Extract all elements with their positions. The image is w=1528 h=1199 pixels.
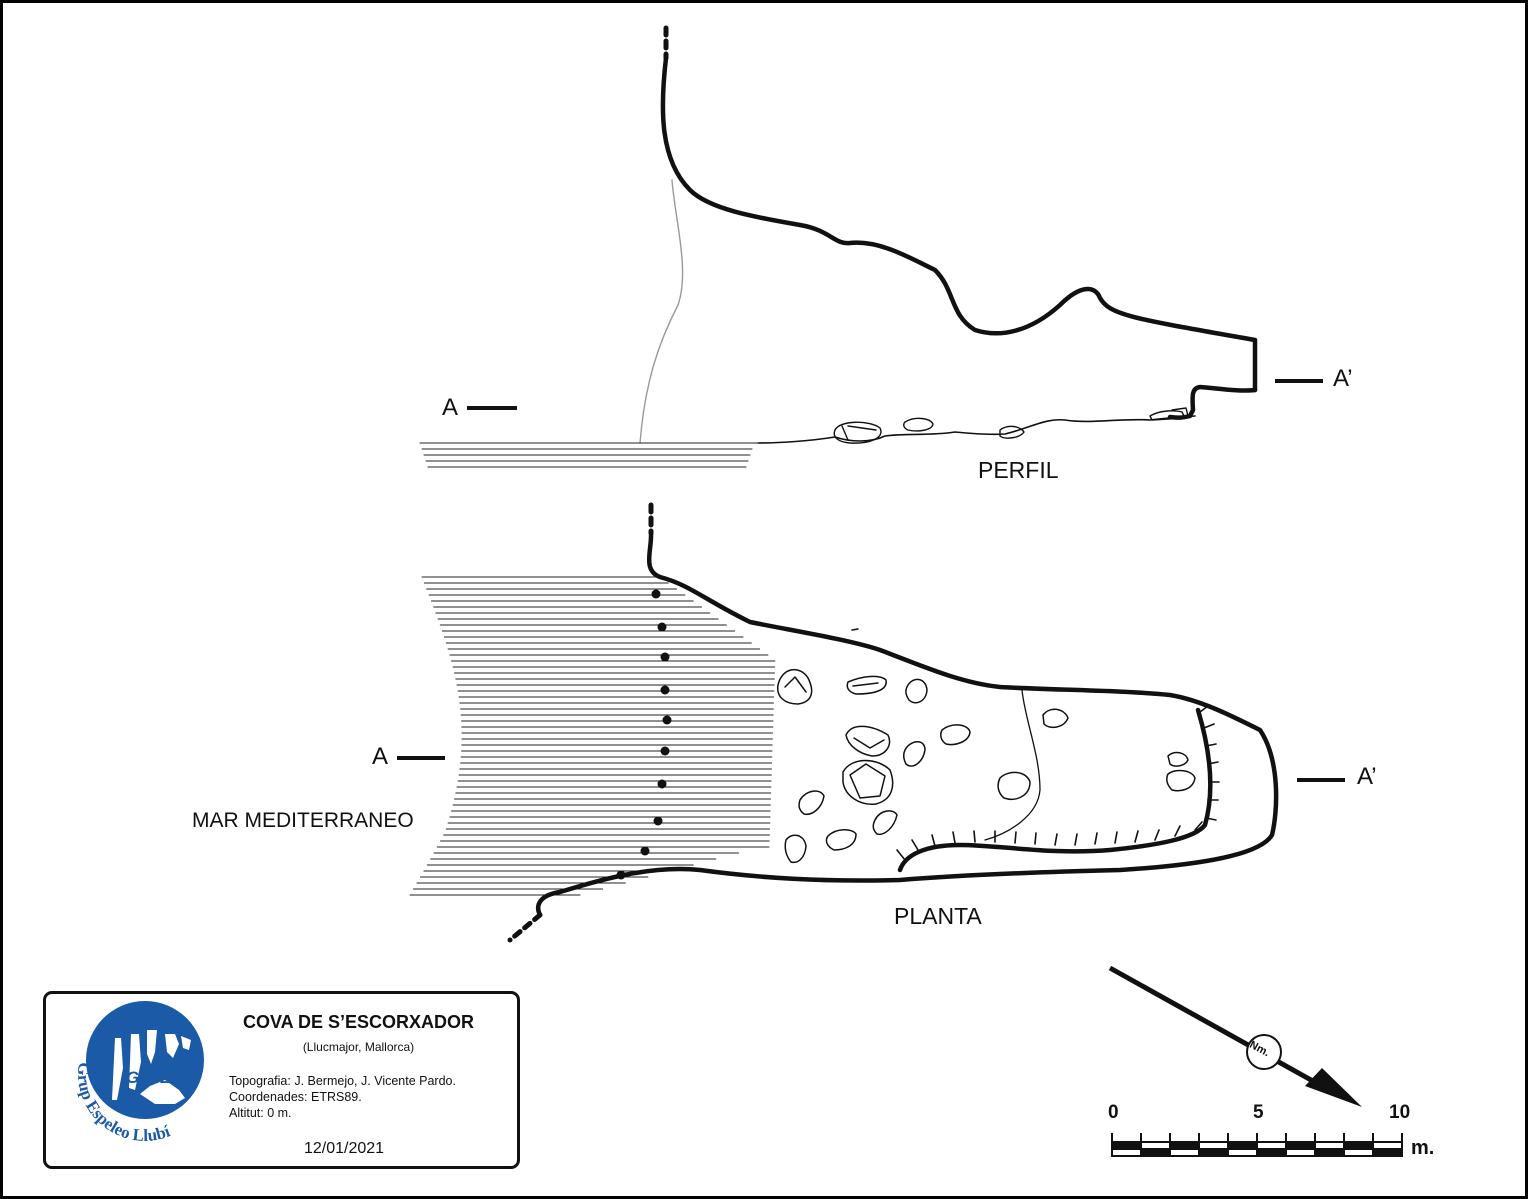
- scale-bar-ticks: [1111, 1133, 1403, 1156]
- scale-label-0: 0: [1108, 1102, 1119, 1123]
- plan-inner-step-outline: [897, 707, 1213, 873]
- profile-ceiling-outline: [660, 55, 1258, 393]
- section-label-a-prime-plan: A’: [1357, 763, 1377, 790]
- scale-bar: [1111, 1133, 1403, 1157]
- step-tick: [1074, 833, 1078, 846]
- step-tick: [1205, 817, 1217, 821]
- cave-location: (Llucmajor, Mallorca): [302, 1040, 415, 1054]
- scale-block: [1141, 1149, 1170, 1156]
- cave-title: COVA DE S’ESCORXADOR: [242, 1012, 475, 1032]
- step-tick: [1205, 743, 1217, 747]
- step-tick: [973, 830, 976, 843]
- step-tick: [1203, 723, 1215, 729]
- step-tick: [1114, 831, 1118, 844]
- section-label-a-prime-profile: A’: [1333, 365, 1353, 392]
- step-tick: [1174, 825, 1181, 837]
- scale-block: [1344, 1142, 1373, 1149]
- scale-unit: m.: [1411, 1137, 1435, 1159]
- step-tick: [1194, 821, 1203, 831]
- plan-bottom-continuation-dash: [507, 912, 543, 943]
- sea-label: MAR MEDITERRANEO: [192, 809, 414, 832]
- gell-logo: [86, 1001, 204, 1119]
- profile-view: [419, 25, 1258, 468]
- step-tick: [1199, 705, 1209, 713]
- topography-credit: Topografia: J. Bermejo, J. Vicente Pardo…: [229, 1074, 456, 1088]
- step-tick: [931, 834, 936, 847]
- step-tick: [1034, 832, 1037, 845]
- profile-floor-line: [757, 415, 1196, 444]
- scale-block: [1286, 1142, 1315, 1149]
- step-tick: [1207, 761, 1219, 765]
- plan-water-hatching: [409, 576, 776, 896]
- plan-upper-wall: [535, 530, 1279, 918]
- step-tick: [1054, 833, 1058, 846]
- profile-water-lines: [419, 442, 759, 468]
- scale-block: [1170, 1142, 1199, 1149]
- scale-block: [1373, 1149, 1402, 1156]
- step-tick: [1014, 831, 1017, 844]
- scale-bar-blocks: [1112, 1142, 1402, 1156]
- step-tick: [1154, 829, 1160, 841]
- plan-small-mark: [851, 628, 859, 631]
- plan-boulders: [777, 669, 1196, 864]
- scale-block: [1315, 1149, 1344, 1156]
- profile-view-label: PERFIL: [978, 457, 1059, 483]
- scale-label-10: 10: [1389, 1102, 1411, 1123]
- scale-block: [1257, 1149, 1286, 1156]
- scale-block: [1112, 1142, 1141, 1149]
- profile-grey-section-line: [639, 179, 684, 444]
- title-block: COVA DE S’ESCORXADOR (Llucmajor, Mallorc…: [43, 991, 520, 1169]
- step-tick: [896, 849, 906, 861]
- north-arrow: [1108, 965, 1362, 1107]
- coordinates-line: Coordenades: ETRS89.: [229, 1090, 362, 1104]
- step-tick: [911, 839, 919, 851]
- section-label-a-profile: A: [442, 394, 459, 421]
- step-tick: [1134, 830, 1139, 843]
- section-label-a-plan: A: [372, 743, 389, 770]
- step-tick: [952, 831, 956, 844]
- plan-dripline-dots: [616, 589, 672, 880]
- scale-label-5: 5: [1253, 1102, 1264, 1123]
- scale-block: [1228, 1142, 1257, 1149]
- altitude-line: Altitut: 0 m.: [229, 1106, 292, 1120]
- survey-date: 12/01/2021: [304, 1140, 385, 1157]
- profile-boulders: [833, 407, 1189, 444]
- scale-block: [1199, 1149, 1228, 1156]
- logo-gell-text: G.E.LL.: [126, 1068, 186, 1087]
- plan-inner-drip-line: [984, 689, 1041, 841]
- plan-step-ticks: [896, 705, 1220, 861]
- plan-view: [409, 502, 1279, 943]
- plan-view-label: PLANTA: [894, 903, 982, 929]
- step-tick: [1094, 832, 1098, 845]
